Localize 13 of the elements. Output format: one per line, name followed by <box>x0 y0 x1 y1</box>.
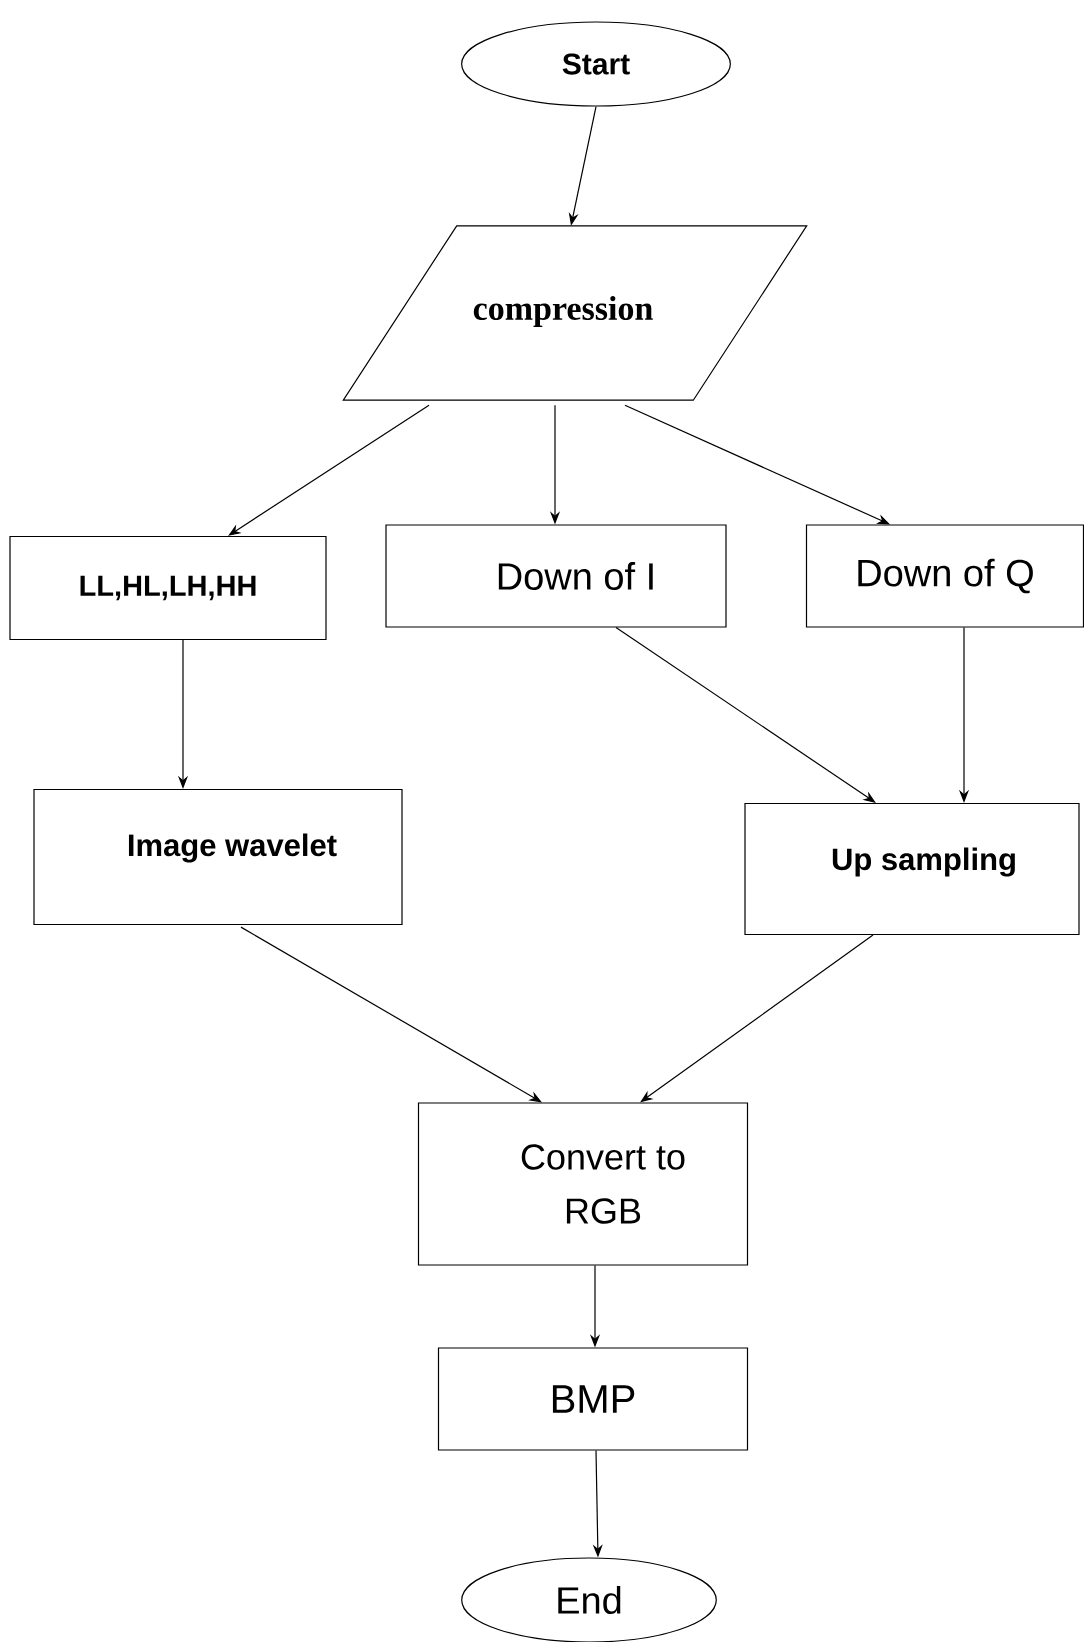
arrow <box>615 627 876 803</box>
arrow <box>640 934 874 1103</box>
process-box: BMP <box>437 1347 749 1451</box>
process-box: Convert to RGB <box>417 1102 749 1266</box>
process-box: Up sampling <box>744 802 1080 936</box>
process-box: Down of Q <box>805 524 1084 628</box>
arrow <box>240 926 542 1103</box>
input-parallelogram: compression <box>342 225 808 401</box>
arrow <box>228 404 430 536</box>
process-box: LL,HL,LH,HH <box>9 535 327 641</box>
process-box: Image wavelet <box>33 788 403 926</box>
process-box: Down of I <box>385 524 727 628</box>
arrow <box>624 404 890 525</box>
